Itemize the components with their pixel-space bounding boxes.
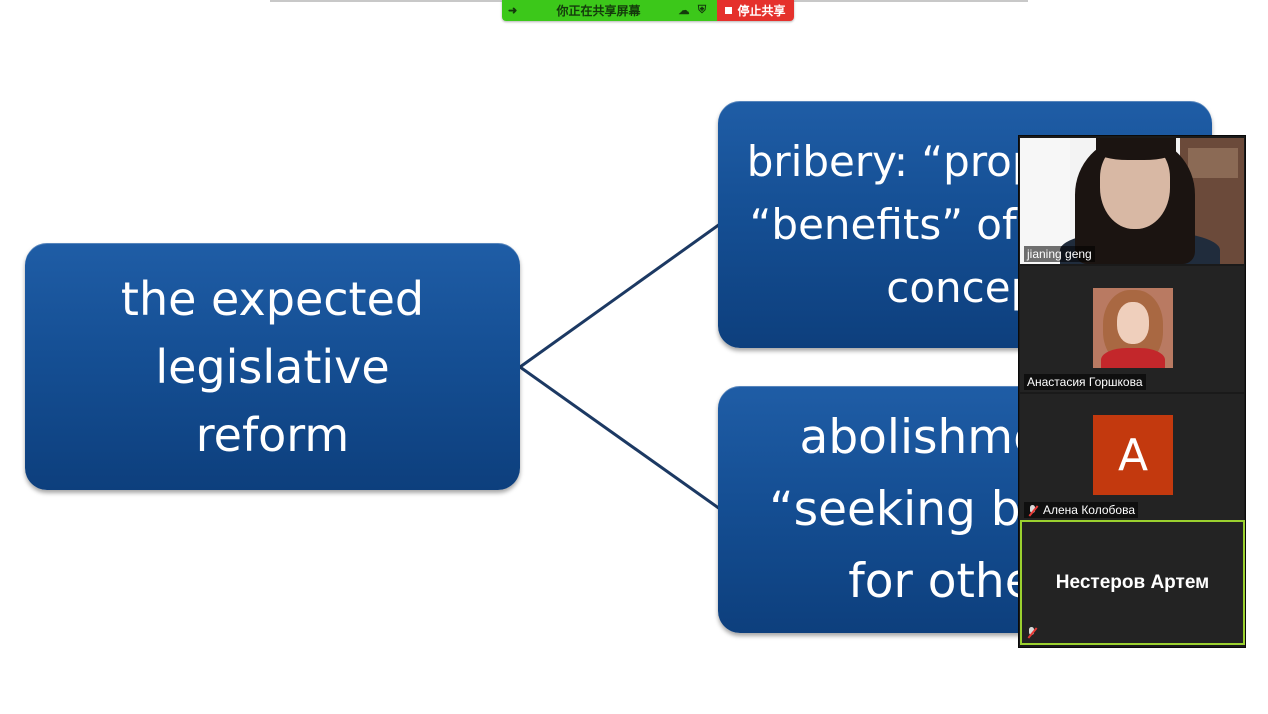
video-background [1188, 148, 1238, 178]
pin-icon[interactable]: ➜ [508, 5, 518, 17]
sharing-status-text: 你正在共享屏幕 [556, 4, 641, 18]
stop-share-button[interactable]: 停止共享 [717, 0, 794, 21]
sharing-status[interactable]: ➜ 你正在共享屏幕 ☁ ⛨ [502, 0, 717, 21]
avatar [1093, 288, 1173, 368]
video-background [1020, 138, 1070, 264]
cloud-icon[interactable]: ☁ [678, 5, 690, 17]
slide-box-main-text: the expected legislative reform [120, 271, 425, 462]
participant-tile[interactable]: Анастасия Горшкова [1020, 266, 1244, 392]
participant-name: Алена Колобова [1043, 503, 1135, 517]
participant-name: jianing geng [1024, 246, 1095, 262]
participant-tile-active-speaker[interactable]: Нестеров Артем [1020, 520, 1245, 645]
participant-tile[interactable]: jianing geng [1020, 138, 1244, 264]
participant-name: Анастасия Горшкова [1024, 374, 1146, 390]
slide-box-main: the expected legislative reform [25, 243, 520, 490]
stop-square-icon [725, 7, 733, 14]
video-person [1096, 138, 1176, 160]
participant-label: Алена Колобова [1024, 502, 1138, 518]
mic-muted-icon [1026, 627, 1038, 639]
shield-icon[interactable]: ⛨ [697, 4, 707, 16]
participant-tile[interactable]: A Алена Колобова [1020, 394, 1244, 520]
screen-share-toolbar: ➜ 你正在共享屏幕 ☁ ⛨ 停止共享 [502, 0, 794, 21]
mic-muted-icon [1027, 504, 1039, 517]
avatar: A [1093, 415, 1173, 495]
connector-line-bottom [519, 365, 721, 511]
participant-video-panel[interactable]: jianing geng Анастасия Горшкова A Алена … [1018, 135, 1246, 648]
connector-line-top [519, 222, 721, 369]
stop-share-label: 停止共享 [737, 4, 786, 18]
participant-name: Нестеров Артем [1055, 572, 1210, 593]
